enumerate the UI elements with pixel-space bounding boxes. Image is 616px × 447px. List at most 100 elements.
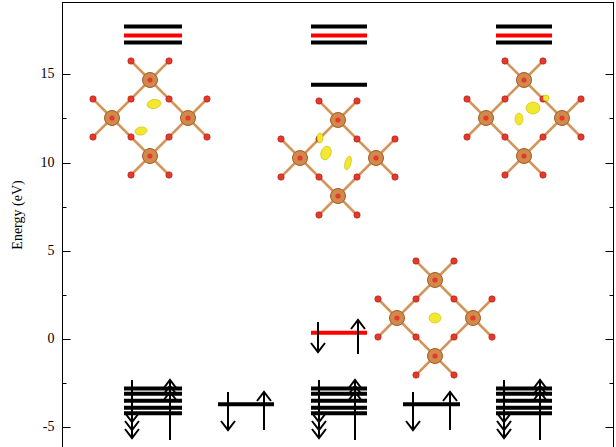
oxygen-atom: [90, 96, 96, 102]
oxygen-atom: [578, 134, 584, 140]
oxygen-atom: [451, 258, 457, 264]
oxygen-atom: [464, 96, 470, 102]
oxygen-atom: [413, 372, 419, 378]
spin-arrows: [125, 320, 547, 440]
copper-atom: [479, 111, 494, 126]
oxygen-atom: [489, 334, 495, 340]
spin-arrow: [317, 322, 319, 352]
copper-atom: [105, 111, 120, 126]
energy-level: [496, 25, 552, 29]
spin-arrow: [449, 392, 451, 430]
minor-tick: [63, 383, 67, 384]
atom-core: [470, 315, 475, 320]
orbital-isosurface: [146, 98, 161, 109]
tick-label: 0: [48, 332, 55, 346]
spin-arrowhead: [497, 413, 511, 422]
major-tick: [63, 74, 71, 75]
energy-level: [311, 83, 367, 87]
major-tick: [63, 339, 71, 340]
oxygen-atom: [502, 58, 508, 64]
oxygen-atom: [128, 96, 134, 102]
atom-core: [335, 117, 340, 122]
tick-label: 15: [41, 67, 55, 81]
oxygen-atom: [316, 98, 322, 104]
minor-tick: [63, 295, 67, 296]
spin-arrowhead: [163, 392, 177, 401]
spin-arrow: [169, 380, 171, 440]
major-tick: [606, 163, 614, 164]
oxygen-atom: [128, 172, 134, 178]
spin-arrowhead: [257, 392, 271, 401]
oxygen-atom: [316, 174, 322, 180]
axis-title: Energy (eV): [11, 180, 25, 249]
major-tick: [606, 427, 614, 428]
oxygen-atom: [413, 296, 419, 302]
copper-atom: [293, 151, 308, 166]
copper-atom: [428, 349, 443, 364]
atom-core: [559, 115, 564, 120]
atom-core: [297, 155, 302, 160]
tick-label: -5: [43, 420, 55, 434]
oxygen-atom: [375, 296, 381, 302]
tick-label: 10: [41, 156, 55, 170]
spin-arrowhead: [406, 421, 420, 430]
atom-core: [432, 277, 437, 282]
oxygen-atom: [166, 58, 172, 64]
oxygen-atom: [375, 334, 381, 340]
energy-level: [311, 25, 367, 29]
oxygen-atom: [502, 134, 508, 140]
major-tick: [606, 251, 614, 252]
atom-core: [373, 155, 378, 160]
cuo2-plaquette: [278, 98, 398, 218]
oxygen-atom: [354, 136, 360, 142]
energy-level: [218, 402, 274, 406]
spin-arrow: [539, 380, 541, 440]
oxygen-atom: [578, 96, 584, 102]
atom-core: [521, 153, 526, 158]
orbital-isosurface: [526, 102, 540, 114]
spin-arrowhead: [312, 421, 326, 430]
energy-level: [124, 25, 182, 29]
oxygen-atom: [278, 136, 284, 142]
oxygen-atom: [354, 98, 360, 104]
oxygen-atom: [392, 136, 398, 142]
copper-atom: [555, 111, 570, 126]
spin-arrow: [227, 392, 229, 430]
copper-atom: [466, 311, 481, 326]
atom-core: [483, 115, 488, 120]
minor-tick: [610, 207, 614, 208]
copper-atom: [390, 311, 405, 326]
energy-level: [124, 33, 182, 37]
copper-atom: [517, 73, 532, 88]
copper-atom: [331, 113, 346, 128]
major-tick: [63, 427, 71, 428]
copper-atom: [428, 273, 443, 288]
energy-level: [496, 40, 552, 44]
atom-core: [185, 115, 190, 120]
spin-arrowhead: [125, 429, 139, 438]
tick-label: 5: [48, 244, 55, 258]
cuo2-plaquette: [464, 58, 584, 178]
copper-atom: [143, 73, 158, 88]
atom-core: [109, 115, 114, 120]
spin-arrowhead: [443, 392, 457, 401]
oxygen-atom: [413, 334, 419, 340]
cuo2-plaquette: [90, 58, 210, 178]
atom-core: [147, 153, 152, 158]
copper-atom: [369, 151, 384, 166]
atom-core: [432, 353, 437, 358]
spin-arrow: [357, 320, 359, 354]
energy-level: [124, 40, 182, 44]
oxygen-atom: [128, 58, 134, 64]
spin-arrowhead: [497, 421, 511, 430]
oxygen-atom: [540, 172, 546, 178]
oxygen-atom: [128, 134, 134, 140]
minor-tick: [63, 207, 67, 208]
energy-level: [496, 33, 552, 37]
oxygen-atom: [502, 96, 508, 102]
spin-arrowhead: [311, 343, 325, 352]
oxygen-atom: [204, 96, 210, 102]
orbital-isosurface: [319, 145, 333, 162]
